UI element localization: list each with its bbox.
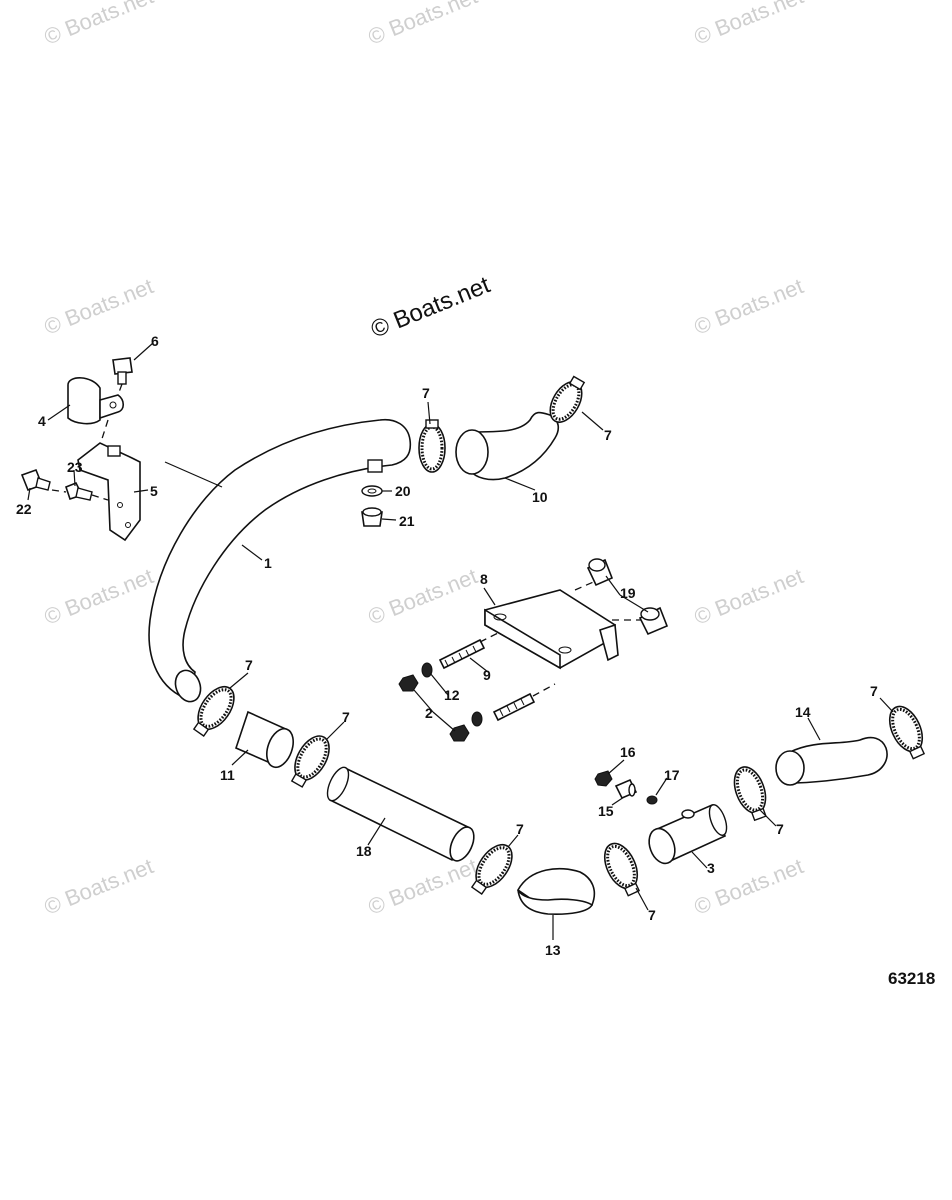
- watermark: © Boats.net: [41, 273, 157, 339]
- clamp-7d: [290, 735, 330, 788]
- callout-label: 2: [425, 705, 433, 721]
- part-17-washer: [646, 795, 658, 805]
- callout-label: 3: [707, 860, 715, 876]
- callout-label: 14: [795, 704, 811, 720]
- callout-label: 19: [620, 585, 636, 601]
- callout-label: 12: [444, 687, 460, 703]
- part-15-fitting: [614, 778, 638, 800]
- part-18-tube: [326, 766, 475, 862]
- callout-label: 5: [150, 483, 158, 499]
- part-4-strap: [67, 377, 125, 446]
- callout-label: 9: [483, 667, 491, 683]
- callout-label: 7: [516, 821, 524, 837]
- part-9-studs: [438, 631, 556, 722]
- hose-clamps: [192, 375, 926, 897]
- part-23-bolt: [51, 481, 109, 501]
- callout-label: 8: [480, 571, 488, 587]
- callout-label: 20: [395, 483, 411, 499]
- part-1-hose: [148, 418, 412, 703]
- callout-label: 7: [422, 385, 430, 401]
- part-16-nut: [594, 770, 613, 787]
- callout-label: 7: [648, 907, 656, 923]
- part-20-washer: [361, 485, 383, 497]
- watermark: © Boats.net: [691, 0, 807, 50]
- callout-label: 11: [220, 767, 235, 783]
- callout-label: 4: [38, 413, 46, 429]
- callout-label: 16: [620, 744, 636, 760]
- callout-label: 10: [532, 489, 548, 505]
- callout-label: 22: [16, 501, 32, 517]
- part-13-elbow: [516, 867, 596, 915]
- callout-labels: 6 4 5 23 22 7 7 10 20 21 1 8 19 9 12 2 7…: [16, 333, 878, 958]
- callout-label: 15: [598, 803, 614, 819]
- watermark: © Boats.net: [691, 563, 807, 629]
- callout-label: 23: [67, 459, 83, 475]
- figure-number: 63218: [888, 969, 935, 988]
- callout-label: 6: [151, 333, 159, 349]
- clamp-7c: [192, 685, 235, 737]
- clamp-7b: [549, 375, 586, 423]
- part-6-screw: [112, 357, 133, 396]
- callout-label: 21: [399, 513, 415, 529]
- watermark: © Boats.net: [691, 273, 807, 339]
- part-22-bolt: [20, 468, 51, 492]
- callout-label: 7: [342, 709, 350, 725]
- callout-label: 7: [245, 657, 253, 673]
- part-12-washers: [421, 662, 483, 727]
- callout-label: 7: [870, 683, 878, 699]
- clamp-7f: [603, 842, 641, 897]
- watermark: © Boats.net: [365, 853, 481, 919]
- clamp-7h: [888, 705, 926, 760]
- watermark: © Boats.net: [41, 0, 157, 50]
- part-8-plate: [484, 579, 642, 670]
- callout-label: 1: [264, 555, 272, 571]
- part-19-spacers: [586, 558, 669, 636]
- watermark: © Boats.net: [365, 0, 481, 50]
- callout-label: 7: [776, 821, 784, 837]
- callout-label: 13: [545, 942, 561, 958]
- part-14-hose: [775, 736, 888, 786]
- callout-label: 7: [604, 427, 612, 443]
- callout-label: 17: [664, 767, 680, 783]
- clamp-7a: [418, 419, 446, 473]
- watermark: © Boats.net: [41, 853, 157, 919]
- part-3-tube: [648, 803, 728, 865]
- part-5-bracket: [77, 442, 223, 542]
- watermark: © Boats.net: [41, 563, 157, 629]
- clamp-7e: [470, 843, 513, 895]
- part-21-fitting: [361, 507, 383, 527]
- part-2-nuts: [398, 674, 470, 742]
- watermark: © Boats.net: [365, 563, 481, 629]
- watermark-main: © Boats.net: [367, 271, 494, 343]
- clamp-7g: [733, 766, 767, 822]
- callout-label: 18: [356, 843, 372, 859]
- part-10-hose: [455, 411, 560, 481]
- leader-lines: [27, 342, 894, 940]
- part-11-tube: [235, 710, 294, 769]
